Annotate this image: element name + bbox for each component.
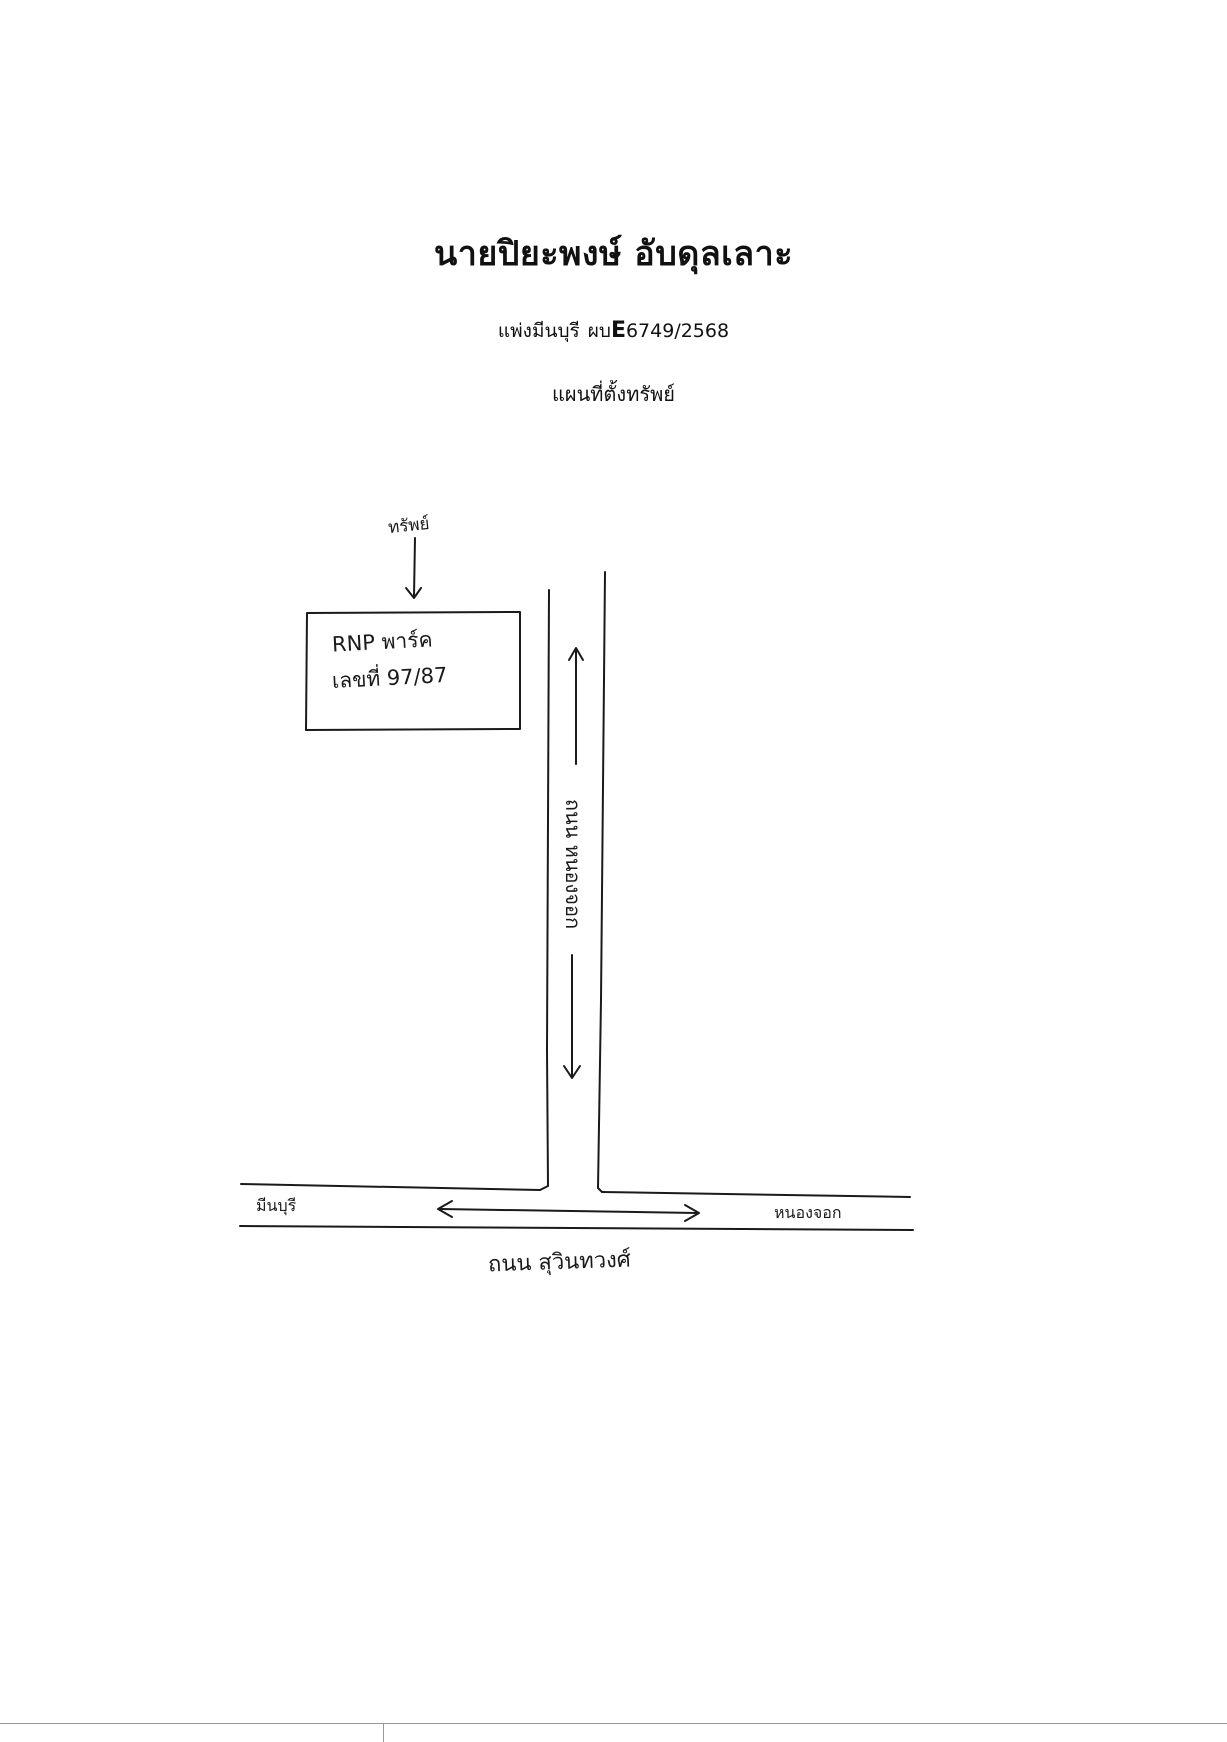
property-label: ทรัพย์ xyxy=(387,513,431,539)
main-road-top-left-edge xyxy=(240,1183,541,1191)
building-outline xyxy=(305,611,521,731)
case-code-letter: E xyxy=(610,318,626,343)
owner-name-title: นายปิยะพงษ์ อับดุลเลาะ xyxy=(433,234,793,274)
property-pointer-arrowhead xyxy=(405,587,422,599)
main-road-right-arrowhead xyxy=(684,1204,700,1222)
case-code-thai: ผบ xyxy=(587,320,611,342)
side-road-left-edge xyxy=(539,589,550,1191)
left-direction-label: มีนบุรี xyxy=(256,1196,297,1215)
main-road-top-right-edge xyxy=(601,1191,911,1198)
main-road-double-arrow xyxy=(439,1208,698,1214)
property-pointer-arrow xyxy=(413,537,416,597)
building-number-label: เลขที่ 97/87 xyxy=(331,662,448,694)
building-name-label: RNP พาร์ค xyxy=(331,627,434,657)
right-direction-label: หนองจอก xyxy=(774,1203,842,1222)
footer-tick-mark xyxy=(383,1723,384,1742)
side-road-label: ถนน หนองจอก xyxy=(561,798,586,930)
case-number-line: แพ่งมีนบุรี ผบE6749/2568 xyxy=(0,316,1227,346)
side-road-up-arrowhead xyxy=(568,647,584,661)
case-number: 6749/2568 xyxy=(625,320,730,342)
main-road-bottom-edge xyxy=(239,1225,914,1231)
main-road-left-arrowhead xyxy=(437,1200,453,1218)
side-road-right-edge xyxy=(597,571,606,1193)
main-road-label: ถนน สุวินทวงศ์ xyxy=(487,1247,632,1278)
footer-rule xyxy=(0,1723,1227,1724)
court-name: แพ่งมีนบุรี xyxy=(497,320,580,342)
map-subtitle: แผนที่ตั้งทรัพย์ xyxy=(551,382,676,406)
side-road-down-arrowhead xyxy=(563,1065,581,1079)
